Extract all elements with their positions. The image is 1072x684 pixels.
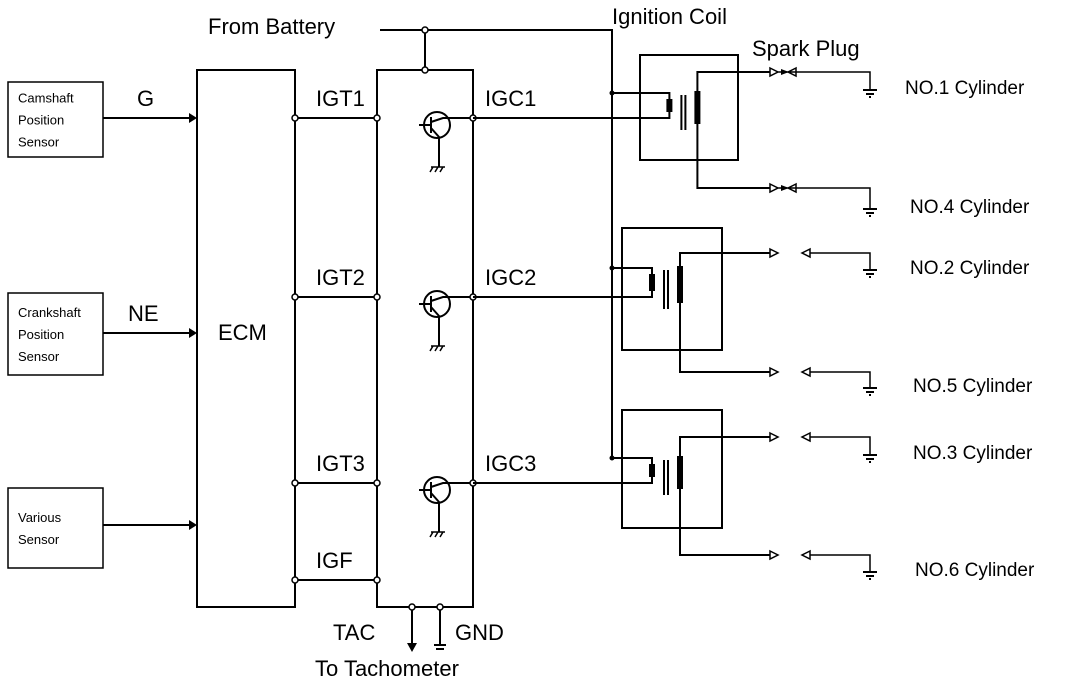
cylinder-label: NO.3 Cylinder [913, 443, 1033, 464]
ground-icon [429, 345, 445, 352]
igc-label: IGC3 [485, 451, 536, 476]
coil-core-icon [663, 460, 669, 495]
secondary-winding-icon [677, 456, 683, 489]
cylinder-label: NO.2 Cylinder [910, 258, 1030, 279]
cylinder-label: NO.1 Cylinder [905, 78, 1025, 99]
junction [291, 293, 299, 301]
arrow-icon [189, 520, 197, 530]
igc-label: IGC1 [485, 86, 536, 111]
spark-plug-icon [769, 366, 871, 388]
coil-core-icon [663, 270, 669, 309]
primary-wire [612, 92, 671, 99]
primary-winding-icon [649, 464, 655, 477]
cylinder-label: NO.6 Cylinder [915, 560, 1035, 581]
high-tension-wire [679, 436, 770, 456]
sensor-label: Crankshaft [18, 305, 81, 320]
transistor-leads [419, 296, 473, 346]
transistor-leads [419, 117, 473, 167]
primary-winding-icon [649, 274, 655, 291]
primary-winding-icon [666, 99, 673, 112]
secondary-winding-icon [694, 91, 701, 124]
coil-core-icon [680, 95, 687, 130]
high-tension-wire [679, 489, 770, 556]
igt-label: IGT3 [316, 451, 365, 476]
spark-plug-label: Spark Plug [752, 36, 860, 61]
sensor-label: Position [18, 113, 64, 128]
sensor-label: Sensor [18, 135, 60, 150]
junction [291, 576, 299, 584]
high-tension-wire [696, 124, 770, 189]
junction [609, 265, 615, 271]
gnd-label: GND [455, 620, 504, 645]
spark-plug-icon [769, 549, 871, 572]
battery-wire [380, 29, 613, 458]
igc-wire [473, 112, 671, 119]
ground-icon [863, 89, 877, 98]
tac-arrow-icon [407, 643, 417, 652]
junction [373, 576, 381, 584]
tac-label: TAC [333, 620, 375, 645]
ignition-coil-box [621, 227, 723, 351]
sensor-label: Various [18, 510, 62, 525]
ground-icon [429, 531, 445, 538]
igc-wire [473, 291, 653, 298]
ground-icon [863, 208, 877, 217]
sensor-label: Sensor [18, 532, 60, 547]
junction [421, 26, 429, 34]
to-tachometer-label: To Tachometer [315, 656, 459, 681]
ground-icon [429, 166, 445, 173]
igc-label: IGC2 [485, 265, 536, 290]
signal-label: NE [128, 301, 159, 326]
spark-gap [781, 185, 789, 191]
junction [609, 90, 615, 96]
junction [291, 114, 299, 122]
high-tension-wire [679, 303, 770, 373]
secondary-winding-icon [677, 266, 683, 303]
ground-icon [434, 607, 446, 650]
junction [291, 479, 299, 487]
junction [421, 66, 429, 74]
junction [609, 455, 615, 461]
spark-plug-icon [769, 247, 871, 270]
ground-icon [863, 269, 877, 278]
high-tension-wire [679, 252, 770, 266]
ecm-box [196, 69, 296, 608]
igt-label: IGT2 [316, 265, 365, 290]
sensor-label: Sensor [18, 349, 60, 364]
sensor-label: Position [18, 327, 64, 342]
spark-plug-icon [769, 431, 871, 455]
high-tension-wire [696, 71, 770, 91]
ecm-label: ECM [218, 320, 267, 345]
spark-gap [781, 69, 789, 75]
junction [408, 603, 416, 611]
sensor-box [7, 81, 104, 158]
junction [373, 479, 381, 487]
igniter-box [376, 69, 474, 608]
ground-icon [863, 571, 877, 580]
primary-wire [612, 457, 653, 464]
junction [373, 293, 381, 301]
igt-label: IGF [316, 548, 353, 573]
ignition-coil-label: Ignition Coil [612, 4, 727, 29]
ignition-coil-box [639, 54, 739, 161]
sensor-label: Camshaft [18, 91, 74, 106]
cylinder-label: NO.4 Cylinder [910, 197, 1030, 218]
arrow-icon [189, 113, 197, 123]
junction [373, 114, 381, 122]
junction [436, 603, 444, 611]
igt-label: IGT1 [316, 86, 365, 111]
ground-icon [863, 454, 877, 463]
primary-wire [612, 267, 653, 274]
igc-wire [473, 477, 653, 484]
arrow-icon [189, 328, 197, 338]
transistor-leads [419, 482, 473, 532]
ground-icon [863, 387, 877, 396]
cylinder-label: NO.5 Cylinder [913, 376, 1033, 397]
ignition-coil-box [621, 409, 723, 529]
signal-label: G [137, 86, 154, 111]
from-battery-label: From Battery [208, 14, 335, 39]
sensor-box [7, 487, 104, 569]
